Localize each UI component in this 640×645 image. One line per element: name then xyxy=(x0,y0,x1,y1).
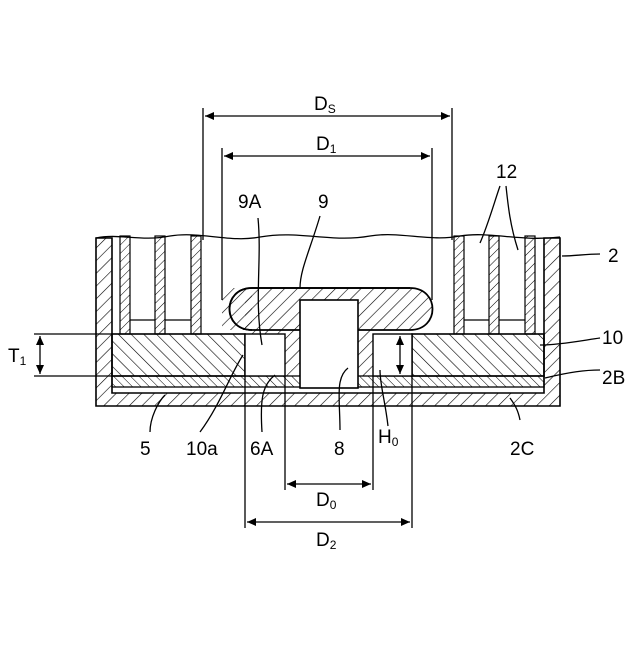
label-12: 12 xyxy=(496,162,517,183)
label-5: 5 xyxy=(140,439,151,460)
label-2b: 2B xyxy=(602,368,625,389)
label-6a: 6A xyxy=(250,439,274,460)
label-10a: 10a xyxy=(186,439,218,460)
label-10: 10 xyxy=(602,328,623,349)
label-d2: D2 xyxy=(316,530,337,552)
label-t1: T1 xyxy=(8,346,27,368)
label-2c: 2C xyxy=(510,439,534,460)
cells-12-left xyxy=(120,236,201,334)
dimension-d1 xyxy=(222,148,432,300)
label-2: 2 xyxy=(608,246,619,267)
label-h0: H0 xyxy=(378,427,399,449)
label-d0: D0 xyxy=(316,490,337,512)
label-9a: 9A xyxy=(238,192,262,213)
label-8: 8 xyxy=(334,439,345,460)
label-ds: DS xyxy=(314,94,336,116)
dimension-ds xyxy=(203,108,452,240)
cells-12-right xyxy=(454,236,535,334)
label-9: 9 xyxy=(318,192,329,213)
part-8 xyxy=(300,300,358,388)
label-d1: D1 xyxy=(316,134,337,156)
